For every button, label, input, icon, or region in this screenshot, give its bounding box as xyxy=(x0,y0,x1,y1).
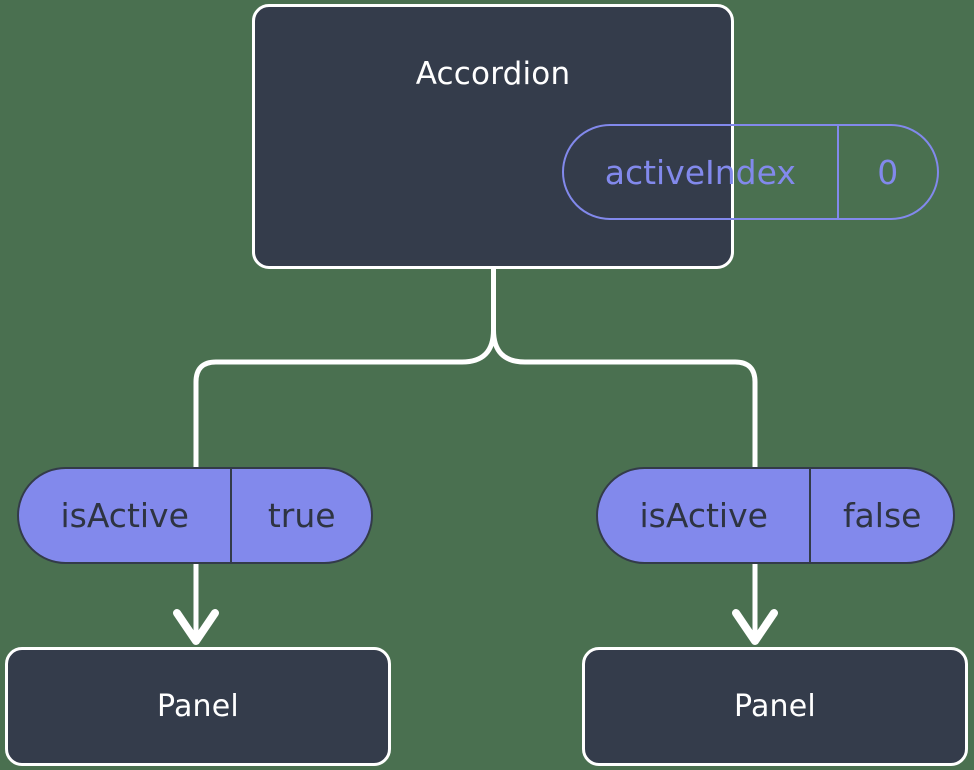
accordion-node-title: Accordion xyxy=(415,56,571,92)
prop-pill-key: isActive xyxy=(639,496,768,535)
state-pill-key: activeIndex xyxy=(604,152,796,192)
prop-pill-is-active-false[interactable]: isActive false xyxy=(596,467,955,564)
connector-branch-right xyxy=(491,327,758,471)
arrow-right-head xyxy=(732,609,778,645)
panel-node-right[interactable]: Panel xyxy=(582,647,968,766)
prop-pill-key: isActive xyxy=(60,496,189,535)
arrow-left-head xyxy=(173,609,219,645)
panel-node-left-title: Panel xyxy=(157,688,239,724)
prop-pill-value: true xyxy=(230,469,371,562)
panel-node-right-title: Panel xyxy=(734,688,816,724)
prop-pill-is-active-true[interactable]: isActive true xyxy=(17,467,373,564)
state-pill-value: 0 xyxy=(836,126,937,218)
panel-node-left[interactable]: Panel xyxy=(5,647,391,766)
accordion-node[interactable]: Accordion activeIndex 0 xyxy=(252,4,939,269)
prop-pill-value: false xyxy=(809,469,953,562)
state-pill-active-index[interactable]: activeIndex 0 xyxy=(562,124,939,220)
connector-branch-left xyxy=(193,327,496,471)
